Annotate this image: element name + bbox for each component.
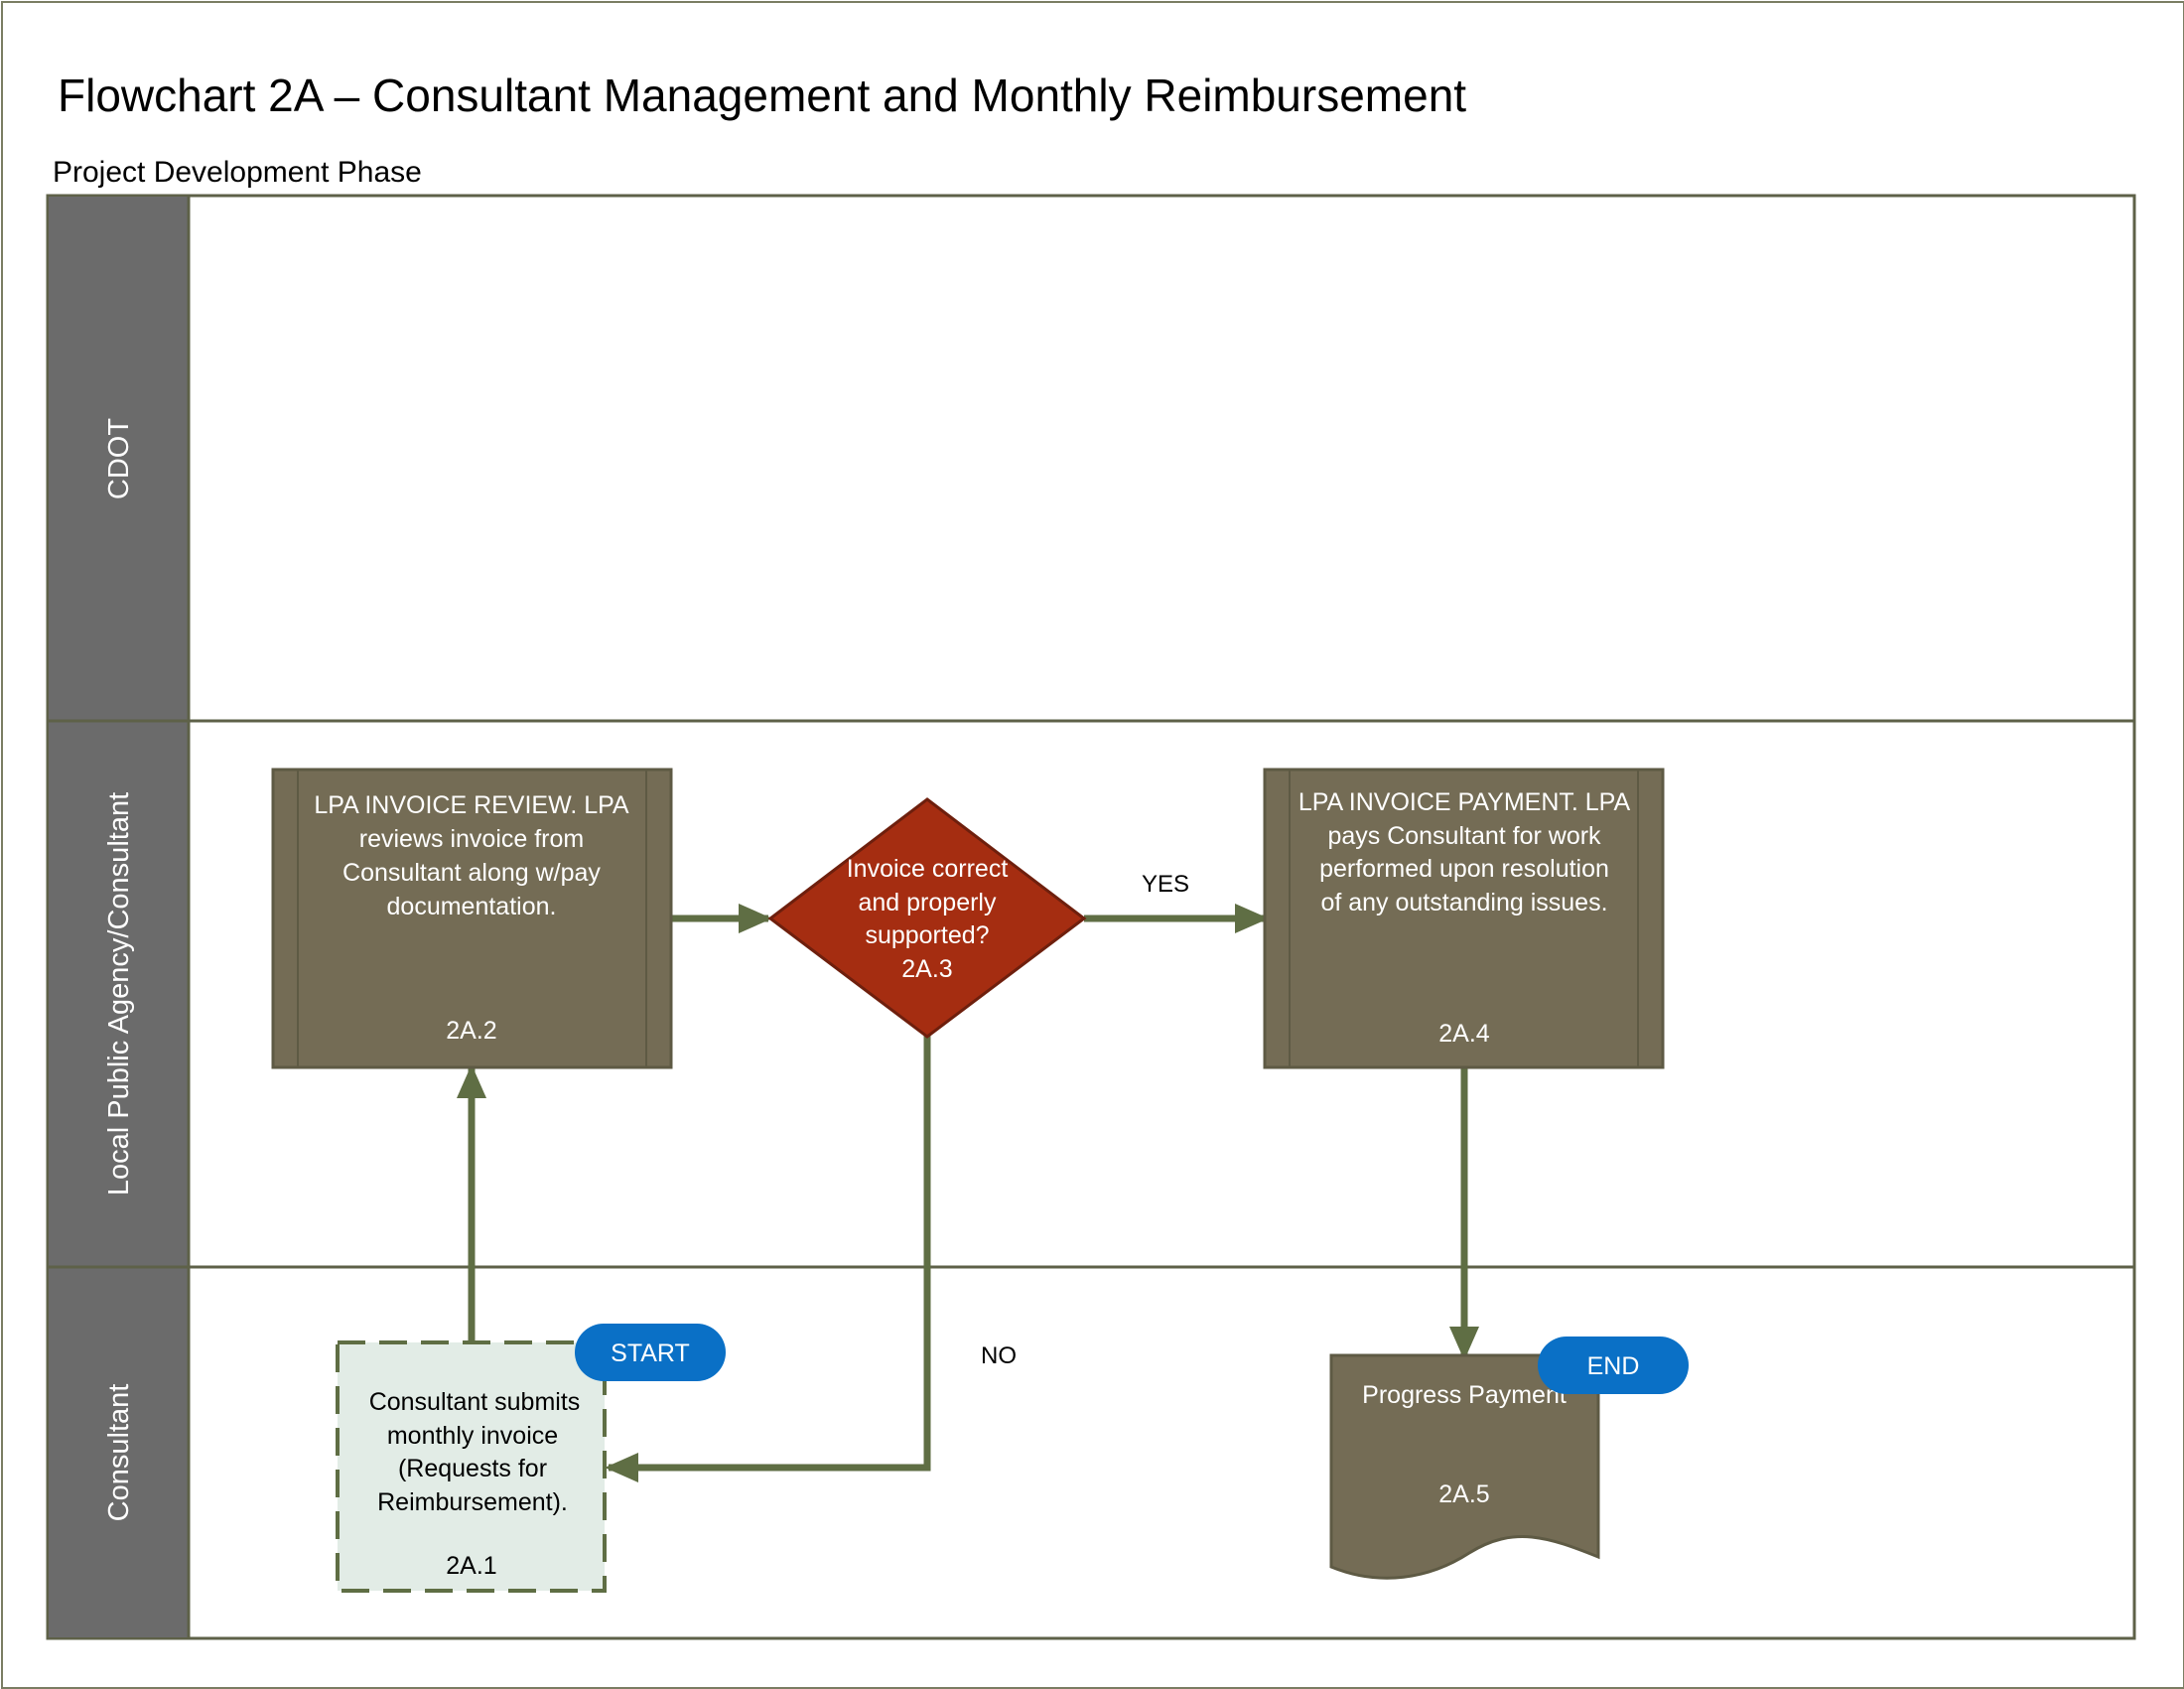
node-text-line: Progress Payment [1362,1381,1567,1409]
start-pill [575,1324,726,1381]
node-text-line: pays Consultant for work [1327,822,1601,850]
edge-label-yes: YES [1142,871,1189,898]
node-text-line: Reimbursement). [377,1488,568,1516]
node-text-line: supported? [865,921,989,949]
lane-label-consultant: Consultant [103,1384,135,1522]
lane-header-column [49,197,189,1637]
end-terminator: END [1538,1337,1689,1394]
node-text-line: LPA INVOICE REVIEW. LPA [314,791,629,819]
page-subtitle: Project Development Phase [53,156,422,189]
node-text-line: Consultant submits [369,1388,581,1416]
start-terminator: START [575,1324,726,1381]
node-text-line: (Requests for [398,1455,547,1482]
node-id-2a2: 2A.2 [446,1017,496,1045]
lane-label-cdot: CDOT [103,418,135,499]
node-text-line: performed upon resolution [1319,855,1609,883]
node-2a5-progress-payment[interactable]: Progress Payment 2A.5 [1329,1353,1600,1580]
lane-label-lpa-consultant: Local Public Agency/Consultant [103,792,135,1196]
node-id-2a3: 2A.3 [901,955,952,983]
node-text-line: of any outstanding issues. [1320,889,1607,916]
decision-diamond-2a3 [767,797,1087,1039]
node-2a2-lpa-invoice-review[interactable]: LPA INVOICE REVIEW. LPA reviews invoice … [271,768,673,1069]
node-2a1-consultant-submits[interactable]: Consultant submits monthly invoice (Requ… [336,1340,607,1593]
node-text-line: monthly invoice [387,1422,558,1450]
node-text-line: Invoice correct [847,855,1009,883]
node-id-2a1: 2A.1 [446,1552,496,1580]
end-pill [1538,1337,1689,1394]
connectors [457,904,1479,1482]
document-shape-2a5 [1329,1353,1600,1580]
node-text-line: reviews invoice from [359,825,584,853]
node-text-line: and properly [859,889,997,916]
node-2a3-decision[interactable]: Invoice correct and properly supported? … [767,797,1087,1039]
node-2a4-lpa-invoice-payment[interactable]: LPA INVOICE PAYMENT. LPA pays Consultant… [1263,768,1665,1069]
edge-2a3-no-to-2a1 [605,1036,931,1482]
node-text-line: Consultant along w/pay [342,859,601,887]
process-box-2a4 [1263,768,1665,1069]
start-label: START [611,1339,690,1367]
end-label: END [1587,1352,1640,1380]
edge-label-no: NO [981,1342,1017,1369]
node-text-line: documentation. [387,893,557,920]
node-id-2a5: 2A.5 [1438,1480,1489,1508]
process-box-2a2 [271,768,673,1069]
node-id-2a4: 2A.4 [1438,1020,1490,1048]
start-process-box-2a1 [336,1340,607,1593]
page-title: Flowchart 2A – Consultant Management and… [58,70,1466,121]
node-text-line: LPA INVOICE PAYMENT. LPA [1298,788,1631,816]
